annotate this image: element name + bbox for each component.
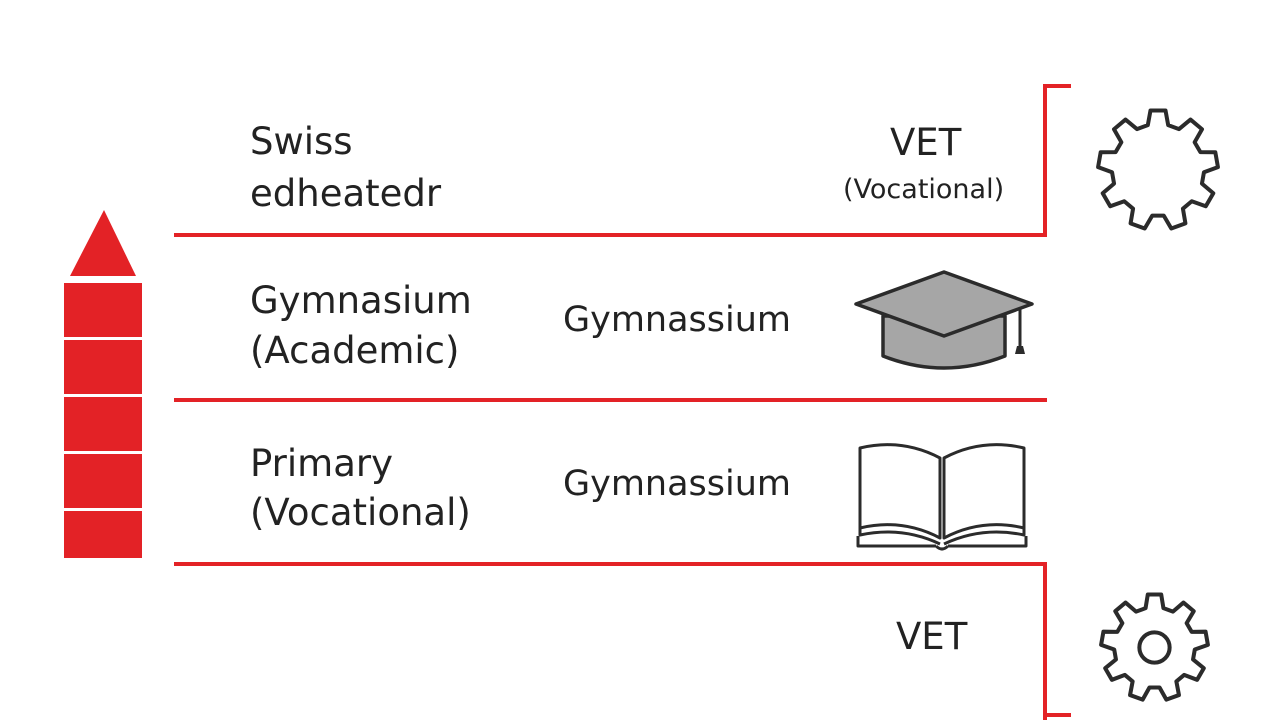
gear-icon bbox=[1096, 108, 1220, 231]
middle-title-line1: Gymnasium bbox=[250, 279, 472, 322]
book-left-page bbox=[858, 443, 942, 540]
gear-icon bbox=[1099, 592, 1210, 702]
middle-center-label: Gymnassium bbox=[563, 300, 792, 340]
tower-roof bbox=[70, 210, 136, 276]
lower-title-line2: (Vocational) bbox=[250, 491, 471, 534]
divider-lower bbox=[174, 562, 1047, 566]
lower-center-label: Gymnassium bbox=[563, 464, 792, 504]
red-tower-icon bbox=[64, 210, 142, 558]
divider-middle bbox=[174, 398, 1047, 402]
tower-segment bbox=[64, 511, 142, 558]
book-cover-left bbox=[856, 536, 936, 548]
book-cover-right bbox=[948, 536, 1028, 548]
top-title-line2: edheatedr bbox=[250, 172, 442, 215]
lower-title-line1: Primary bbox=[250, 442, 393, 485]
book-spine bbox=[934, 544, 950, 551]
cap-board bbox=[854, 270, 1034, 338]
bracket-top-vertical bbox=[1043, 84, 1047, 237]
graduation-cap-icon bbox=[854, 270, 1034, 370]
book-right-page bbox=[942, 443, 1026, 540]
cap-tassel bbox=[1015, 346, 1025, 354]
tower-segment bbox=[64, 340, 142, 394]
bracket-bottom-vertical bbox=[1043, 562, 1047, 720]
open-book-icon bbox=[856, 443, 1028, 551]
gear-outline bbox=[1099, 592, 1210, 702]
bottom-right-label: VET bbox=[896, 615, 968, 658]
top-right-label-line2: (Vocational) bbox=[843, 174, 1005, 205]
gear-center-hole bbox=[1137, 630, 1172, 665]
tower-segment bbox=[64, 454, 142, 508]
book-page-edge-2 bbox=[943, 528, 1026, 546]
tower-segment bbox=[64, 283, 142, 337]
divider-top bbox=[174, 233, 1047, 237]
cap-base bbox=[881, 314, 1007, 370]
top-right-label-line1: VET bbox=[890, 121, 962, 164]
book-page-edge-1 bbox=[858, 528, 941, 546]
tower-segment bbox=[64, 397, 142, 451]
middle-title-line2: (Academic) bbox=[250, 329, 460, 372]
bracket-top-horizontal bbox=[1043, 84, 1071, 88]
gear-outline bbox=[1096, 108, 1220, 231]
top-title-line1: Swiss bbox=[250, 120, 353, 163]
bracket-bottom-horizontal bbox=[1043, 713, 1071, 717]
